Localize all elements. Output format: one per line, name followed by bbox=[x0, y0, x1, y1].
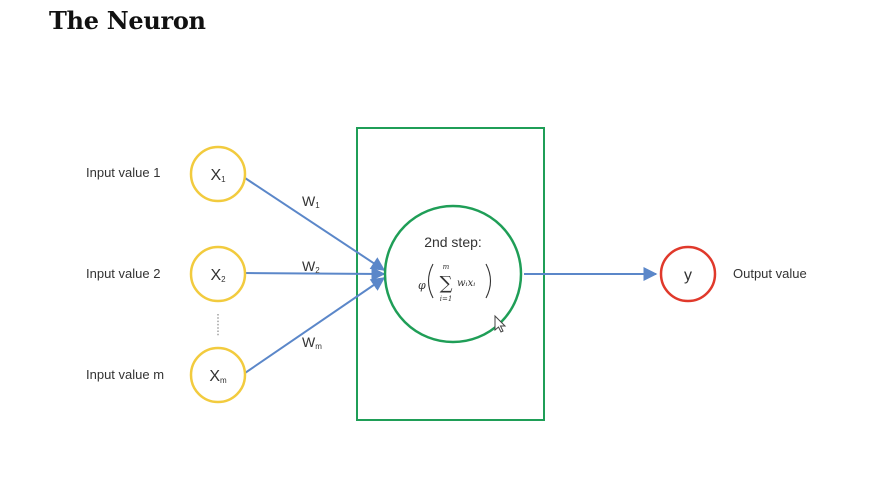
input-node-2: X2 bbox=[189, 245, 247, 303]
weight-1-symbol: W bbox=[302, 193, 316, 209]
formula-right-paren bbox=[485, 263, 492, 299]
edge-input-m bbox=[244, 277, 386, 374]
input-label-m: Input value m bbox=[86, 367, 164, 382]
svg-text:Xm: Xm bbox=[209, 368, 227, 385]
weight-label-1: W1 bbox=[302, 193, 320, 210]
output-label: Output value bbox=[733, 266, 807, 281]
input-label-1: Input value 1 bbox=[86, 165, 160, 180]
input-node-m: Xm bbox=[189, 346, 247, 404]
formula-term: wᵢxᵢ bbox=[457, 278, 475, 289]
input-node-m-sub: m bbox=[220, 376, 227, 385]
input-node-1-symbol: X bbox=[210, 167, 221, 184]
output-node: y bbox=[659, 245, 717, 303]
formula-sigma: ∑ bbox=[440, 273, 453, 294]
input-node-2-symbol: X bbox=[210, 267, 221, 284]
formula-left-paren bbox=[427, 263, 434, 299]
neuron-step-label: 2nd step: bbox=[424, 234, 482, 250]
svg-text:X2: X2 bbox=[210, 267, 226, 284]
input-node-1-sub: 1 bbox=[221, 175, 226, 184]
edge-input-2 bbox=[244, 266, 386, 281]
formula-lower: i=1 bbox=[440, 295, 453, 303]
weight-1-sub: 1 bbox=[315, 201, 320, 210]
input-label-2: Input value 2 bbox=[86, 266, 160, 281]
output-node-symbol: y bbox=[684, 267, 692, 284]
weight-2-sub: 2 bbox=[315, 266, 320, 275]
edge-input-1 bbox=[244, 177, 386, 271]
input-node-2-sub: 2 bbox=[221, 275, 226, 284]
formula-phi: φ bbox=[418, 279, 426, 292]
neuron-node: 2nd step: φ m ∑ i=1 wᵢxᵢ bbox=[383, 204, 523, 344]
input-node-m-symbol: X bbox=[209, 368, 220, 385]
svg-text:X1: X1 bbox=[210, 167, 226, 184]
weight-m-sub: m bbox=[315, 342, 322, 351]
weight-m-symbol: W bbox=[302, 334, 316, 350]
formula-upper: m bbox=[443, 263, 450, 271]
mouse-cursor-icon bbox=[494, 314, 507, 333]
input-node-1: X1 bbox=[189, 145, 247, 203]
weight-label-2: W2 bbox=[302, 258, 320, 275]
page-title: The Neuron bbox=[49, 6, 206, 35]
weight-label-m: Wm bbox=[302, 334, 322, 351]
weight-2-symbol: W bbox=[302, 258, 316, 274]
